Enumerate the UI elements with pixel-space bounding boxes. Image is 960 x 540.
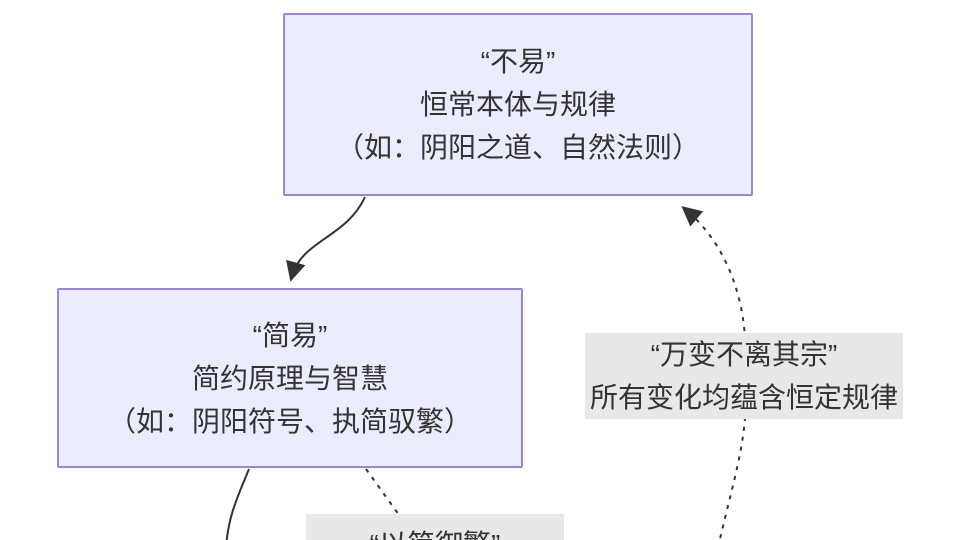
node-jianyi-title: “简易” [252, 319, 328, 351]
node-jianyi-subtitle: 简约原理与智慧 [191, 362, 388, 394]
arrow-buyi-to-jianyi [286, 196, 366, 282]
edge-label-wanbian-line1: “万变不离其宗” [650, 339, 838, 370]
node-jianyi-example: （如：阴阳符号、执简驭繁） [107, 405, 472, 437]
edge-jianyi-to-yijian-label [365, 468, 405, 523]
node-buyi: “不易” 恒常本体与规律 （如：阴阳之道、自然法则） [283, 13, 753, 196]
node-buyi-title: “不易” [480, 46, 556, 77]
node-buyi-example: （如：阴阳之道、自然法则） [335, 132, 700, 163]
edge-jianyi-down [225, 468, 250, 540]
edge-label-wanbian: “万变不离其宗” 所有变化均蕴含恒定规律 [585, 333, 903, 419]
edge-label-yijian: “以简御繁” [306, 514, 564, 540]
edge-label-yijian-line1: “以简御繁” [370, 523, 501, 540]
node-buyi-subtitle: 恒常本体与规律 [419, 89, 616, 120]
edge-label-wanbian-line2: 所有变化均蕴含恒定规律 [589, 382, 898, 413]
node-jianyi: “简易” 简约原理与智慧 （如：阴阳符号、执简驭繁） [57, 288, 523, 468]
